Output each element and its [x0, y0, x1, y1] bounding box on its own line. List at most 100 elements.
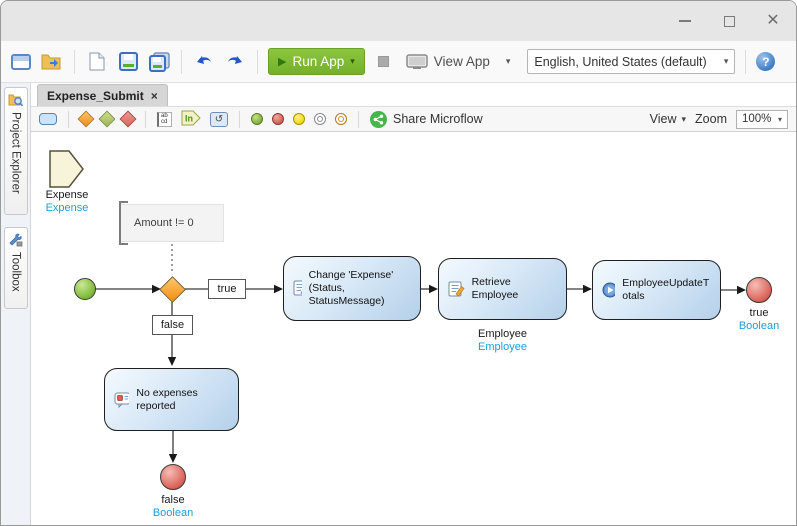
annotation-tool-icon[interactable]: ab cd — [157, 111, 172, 127]
show-message-icon — [114, 392, 130, 408]
retrieve-output-labels: Employee Employee — [438, 328, 567, 354]
annotation-card[interactable]: Amount != 0 — [119, 201, 224, 245]
parameter-type: Expense — [45, 202, 89, 214]
zoom-select[interactable]: 100% ▾ — [736, 109, 788, 129]
toolbar-separator — [257, 49, 258, 74]
parameter-tool-icon[interactable]: In — [181, 110, 201, 129]
open-folder-icon — [41, 54, 61, 69]
save-button[interactable] — [116, 50, 140, 74]
decision-diamond-icon — [158, 275, 186, 303]
project-explorer-icon — [8, 94, 23, 107]
connector-layer — [95, 244, 746, 463]
minimize-icon — [679, 20, 691, 22]
return-type: Boolean — [738, 320, 780, 332]
loop-tool-icon[interactable]: ↺ — [210, 111, 228, 127]
activity-change-expense[interactable]: Change 'Expense' (Status, StatusMessage) — [283, 256, 421, 321]
flow-label-false-text: false — [160, 319, 185, 331]
decision-amount[interactable] — [158, 275, 186, 303]
new-document-button[interactable] — [85, 50, 109, 74]
merge-tool-icon[interactable] — [119, 110, 137, 128]
sidebar-item-toolbox[interactable]: Toolbox — [3, 227, 28, 309]
save-all-button[interactable] — [147, 50, 171, 74]
activity-caption: Change 'Expense' (Status, StatusMessage) — [308, 269, 394, 307]
annotation-text: Amount != 0 — [134, 217, 194, 229]
activity-retrieve-employee[interactable]: Retrieve Employee — [438, 258, 567, 320]
close-button[interactable]: ✕ — [760, 10, 786, 32]
share-icon — [370, 110, 387, 128]
start-event[interactable] — [74, 278, 96, 300]
flow-label-false[interactable]: false — [152, 315, 193, 335]
save-all-icon — [148, 51, 170, 72]
sidebar-item-label: Toolbox — [9, 252, 22, 292]
view-app-caret-icon: ▾ — [505, 56, 511, 66]
title-bar[interactable]: ✕ — [1, 1, 796, 41]
help-button[interactable]: ? — [756, 52, 776, 71]
break-inner-ring — [338, 116, 344, 122]
activity-caption: Retrieve Employee — [471, 276, 519, 301]
end-event-true[interactable] — [746, 277, 772, 303]
return-value: true — [749, 307, 769, 319]
language-select[interactable]: English, United States (default) ▾ — [527, 49, 736, 74]
variable-type: Employee — [478, 341, 527, 353]
toolbar-separator — [74, 49, 75, 74]
share-microflow-button[interactable]: Share Microflow — [370, 110, 483, 128]
svg-text:In: In — [185, 113, 193, 123]
maximize-button[interactable] — [716, 10, 742, 32]
window-icon — [11, 53, 31, 70]
toolbar-separator — [145, 110, 146, 128]
parameter-labels: Expense Expense — [31, 189, 103, 215]
help-icon: ? — [762, 54, 770, 69]
parameter-name: Expense — [45, 189, 89, 201]
close-icon: ✕ — [766, 12, 780, 29]
end-event-false[interactable] — [160, 464, 186, 490]
view-app-button[interactable]: View App ▾ — [402, 53, 515, 70]
annotation-cd-text: cd — [161, 119, 168, 125]
toolbar-separator — [358, 110, 359, 128]
monitor-icon — [406, 53, 428, 69]
tab-close-icon[interactable]: × — [150, 88, 158, 103]
tab-expense-submit[interactable]: Expense_Submit × — [37, 84, 168, 106]
microflow-toolbar: ab cd In ↺ — [31, 106, 796, 132]
language-caret-icon: ▾ — [723, 56, 729, 66]
flow-label-true[interactable]: true — [208, 279, 246, 299]
variable-name: Employee — [478, 328, 527, 340]
flow-label-true-text: true — [217, 283, 237, 295]
document-tabstrip: Expense_Submit × — [31, 83, 796, 106]
decision-tool-icon[interactable] — [77, 110, 95, 128]
new-project-button[interactable] — [9, 50, 33, 74]
end-event-tool-icon[interactable] — [272, 113, 284, 125]
stop-app-button[interactable] — [377, 56, 389, 67]
microflow-canvas[interactable]: Expense Expense Amount != 0 true — [31, 132, 796, 525]
activity-no-expenses-message[interactable]: No expenses reported — [104, 368, 239, 431]
minimize-button[interactable] — [672, 10, 698, 32]
activity-call-employee-update-totals[interactable]: EmployeeUpdateTotals — [592, 260, 721, 320]
toolbox-icon — [9, 233, 23, 247]
start-event-tool-icon[interactable] — [251, 113, 263, 125]
sidebar-item-label: Project Explorer — [9, 112, 22, 194]
redo-icon — [228, 55, 242, 64]
activity-tool-icon[interactable] — [39, 113, 57, 125]
undo-button[interactable] — [192, 50, 216, 74]
parameter-expense[interactable] — [49, 150, 85, 193]
return-value: false — [161, 494, 185, 506]
return-type: Boolean — [152, 507, 194, 519]
open-project-button[interactable] — [40, 50, 64, 74]
break-event-tool-icon[interactable] — [335, 113, 347, 125]
annotation-ab-text: ab — [161, 112, 168, 119]
view-label: View — [649, 112, 677, 126]
sidebar-item-project-explorer[interactable]: Project Explorer — [3, 87, 28, 215]
main-toolbar: ▶ Run App ▾ View App ▾ English, United S… — [1, 41, 796, 83]
toolbar-separator — [68, 110, 69, 128]
toolbar-separator — [745, 49, 747, 74]
view-dropdown[interactable]: View ▾ — [650, 112, 686, 126]
undo-icon — [197, 55, 211, 64]
annotation-bracket — [119, 201, 128, 245]
window-controls: ✕ — [672, 1, 786, 41]
activity-caption: EmployeeUpdateTotals — [622, 277, 710, 302]
redo-button[interactable] — [223, 50, 247, 74]
run-app-button[interactable]: ▶ Run App ▾ — [268, 48, 365, 75]
continue-event-tool-icon[interactable] — [314, 113, 326, 125]
error-event-tool-icon[interactable] — [293, 113, 305, 125]
object-decision-tool-icon[interactable] — [98, 110, 116, 128]
end-true-labels: true Boolean — [726, 307, 792, 333]
